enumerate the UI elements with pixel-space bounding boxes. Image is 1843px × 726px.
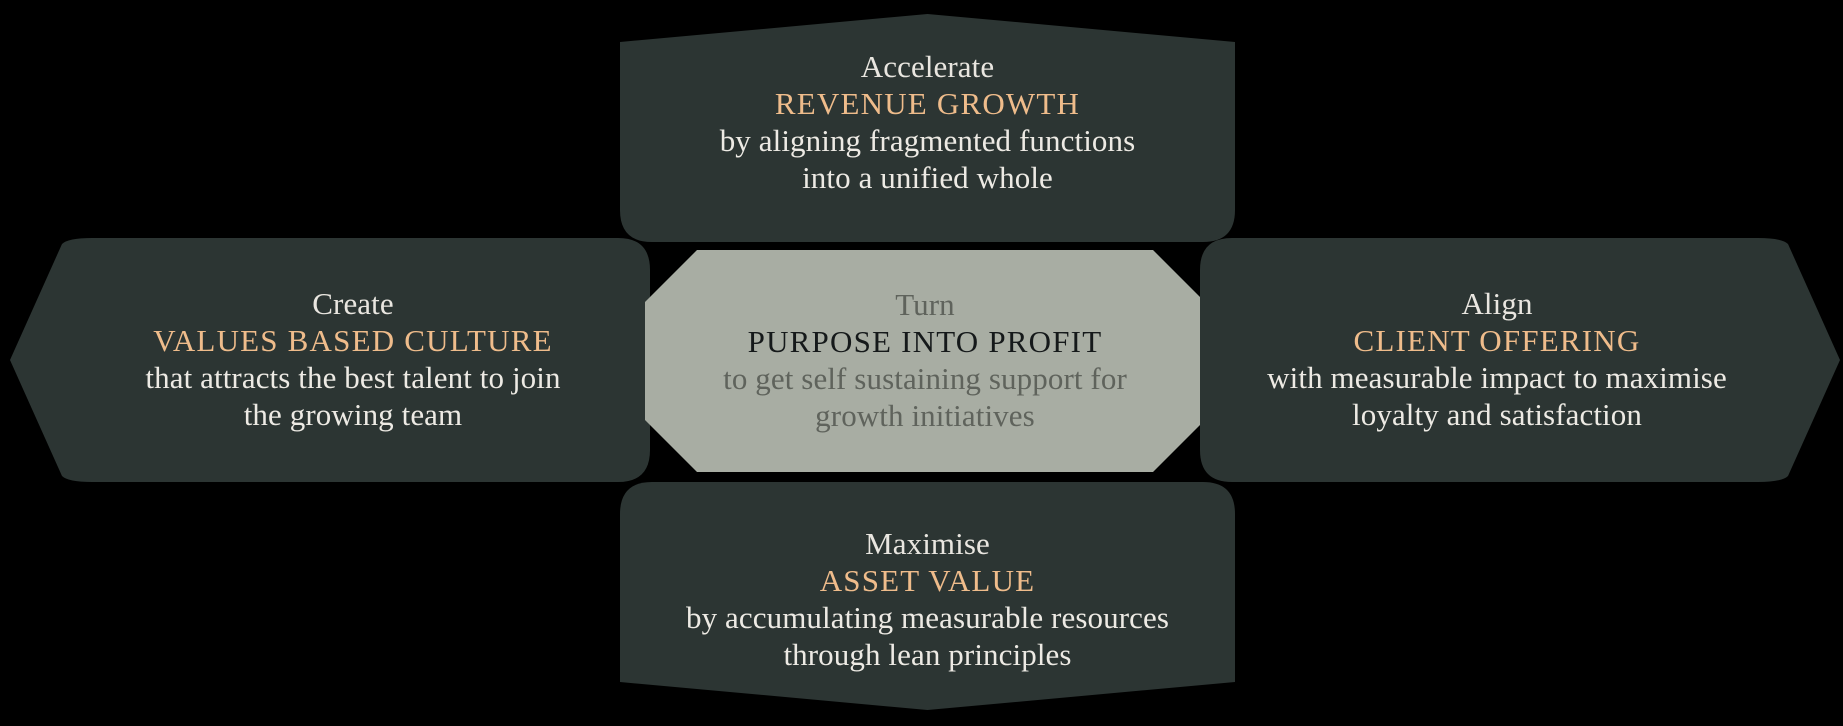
node-left-headline: VALUES BASED CULTURE xyxy=(153,323,553,359)
node-bottom-headline: ASSET VALUE xyxy=(819,563,1036,599)
node-right-body-1: with measurable impact to maximise xyxy=(1267,360,1727,395)
node-center-lead: Turn xyxy=(895,287,955,323)
node-left-body-2: the growing team xyxy=(243,396,463,432)
node-right-lead: Align xyxy=(1461,286,1533,322)
node-bottom-asset-value[interactable]: Maximise ASSET VALUE by accumulating mea… xyxy=(620,482,1235,710)
node-bottom-body-1: by accumulating measurable resources xyxy=(685,600,1170,635)
node-bottom-body-2: through lean principles xyxy=(783,636,1072,672)
node-center-text: Turn PURPOSE INTO PROFIT to get self sus… xyxy=(645,287,1205,435)
node-right-text: Align CLIENT OFFERING with measurable im… xyxy=(1177,286,1843,434)
node-top-headline: REVENUE GROWTH xyxy=(774,86,1081,122)
node-left-values-based-culture[interactable]: Create VALUES BASED CULTURE that attract… xyxy=(10,238,650,482)
node-bottom-lead: Maximise xyxy=(865,526,990,562)
node-top-body-2: into a unified whole xyxy=(802,159,1053,195)
node-left-lead: Create xyxy=(312,286,394,322)
node-center-purpose-into-profit[interactable]: Turn PURPOSE INTO PROFIT to get self sus… xyxy=(645,250,1205,472)
node-top-lead: Accelerate xyxy=(860,49,995,85)
node-top-revenue-growth[interactable]: Accelerate REVENUE GROWTH by aligning fr… xyxy=(620,14,1235,242)
node-top-body-1: by aligning fragmented functions xyxy=(719,123,1136,158)
node-top-text: Accelerate REVENUE GROWTH by aligning fr… xyxy=(620,49,1235,207)
node-right-body-2: loyalty and satisfaction xyxy=(1352,396,1642,432)
node-left-body-1: that attracts the best talent to join xyxy=(145,360,561,395)
node-center-body-2: growth initiatives xyxy=(815,397,1035,433)
node-center-body-1: to get self sustaining support for xyxy=(723,361,1127,396)
node-left-text: Create VALUES BASED CULTURE that attract… xyxy=(0,286,673,434)
node-right-client-offering[interactable]: Align CLIENT OFFERING with measurable im… xyxy=(1200,238,1840,482)
node-right-headline: CLIENT OFFERING xyxy=(1353,323,1641,359)
node-center-headline: PURPOSE INTO PROFIT xyxy=(747,324,1103,360)
node-bottom-text: Maximise ASSET VALUE by accumulating mea… xyxy=(620,518,1235,674)
